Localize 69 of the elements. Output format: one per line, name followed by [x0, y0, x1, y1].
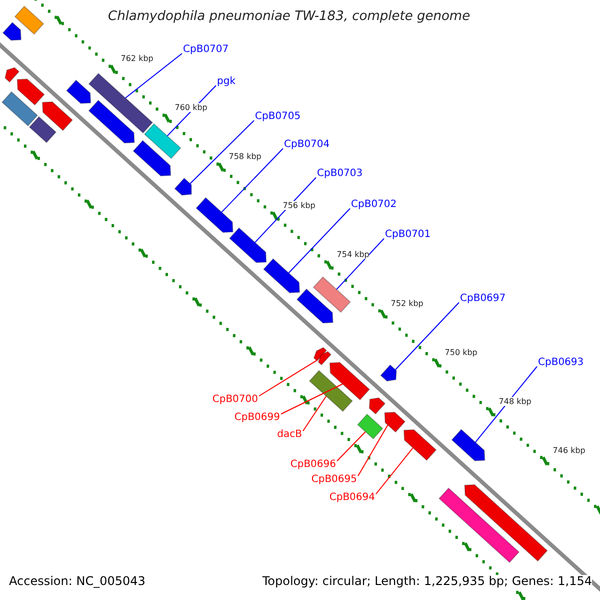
scale-label: 760 kbp: [174, 103, 208, 112]
gene-block: [296, 288, 334, 324]
gene-block: [88, 100, 135, 144]
gene-label: CpB0693: [538, 357, 584, 368]
gene-label: CpB0694: [329, 492, 375, 504]
gene-block: [384, 412, 406, 433]
gene-label: CpB0704: [284, 139, 330, 150]
gene-block: [132, 140, 172, 176]
gene-block: [2, 22, 22, 41]
gene-block: [88, 72, 154, 134]
leader-line: [394, 302, 460, 370]
gene-label: dacB: [277, 429, 302, 440]
gene-block: [16, 78, 45, 106]
gene-block: [263, 258, 300, 294]
gene-label: CpB0702: [351, 199, 397, 210]
gene-label: CpB0705: [255, 111, 301, 122]
scale-label: 752 kbp: [390, 298, 424, 308]
leader-line: [190, 120, 254, 184]
scale-label: 758 kbp: [228, 152, 262, 162]
scale-label: 762 kbp: [120, 54, 154, 64]
gene-label: CpB0695: [311, 474, 357, 486]
gene-label: CpB0701: [385, 229, 431, 240]
gene-block: [228, 227, 267, 264]
gene-block: [403, 429, 437, 461]
leader-line: [302, 396, 327, 432]
leader-line: [358, 424, 388, 476]
gene-block: [438, 487, 520, 564]
leader-line: [474, 366, 538, 443]
title: Chlamydophila pneumoniae TW-183, complete genome: [108, 10, 470, 25]
gene-block: [380, 364, 397, 382]
leader-line: [376, 447, 414, 494]
gene-block: [368, 397, 386, 415]
genome-summary-text: Topology: circular; Length: 1,225,935 bp; Genes: 1,154: [262, 575, 592, 589]
gene-block: [464, 484, 548, 562]
accession-text: Accession: NC_005043: [9, 575, 146, 589]
gene-block: [144, 123, 182, 160]
leader-line: [336, 431, 366, 462]
gene-block: [14, 6, 44, 35]
gene-block: [329, 362, 370, 400]
gene-block: [4, 67, 20, 83]
gene-block: [1, 91, 38, 126]
gene-label: CpB0699: [234, 412, 280, 424]
gene-block: [356, 414, 384, 440]
scale-label: 750 kbp: [444, 348, 478, 358]
gene-label: pgk: [217, 76, 236, 88]
gene-block: [42, 101, 74, 132]
leader-line: [336, 238, 384, 290]
gene-label: CpB0696: [290, 459, 336, 470]
gene-block: [451, 428, 486, 462]
gene-block: [174, 178, 192, 196]
gene-block: [312, 276, 351, 313]
leader-line: [254, 177, 316, 243]
leader-line: [221, 148, 284, 213]
gene-block: [196, 197, 234, 233]
scale-label: 748 kbp: [498, 396, 532, 406]
scale-label: 746 kbp: [552, 446, 586, 455]
gene-label: CpB0697: [460, 293, 506, 304]
scale-label: 756 kbp: [282, 200, 316, 210]
gene-label: CpB0703: [317, 168, 363, 180]
gene-label: CpB0700: [212, 394, 258, 406]
leader-line: [258, 360, 318, 396]
gene-block: [28, 116, 57, 144]
scale-label: 754 kbp: [336, 250, 370, 260]
gene-label: CpB0707: [183, 44, 229, 56]
gene-block: [66, 80, 92, 104]
leader-line: [280, 384, 344, 414]
gene-block: [308, 370, 353, 412]
leader-line: [288, 208, 350, 274]
gene-block: [313, 347, 332, 366]
